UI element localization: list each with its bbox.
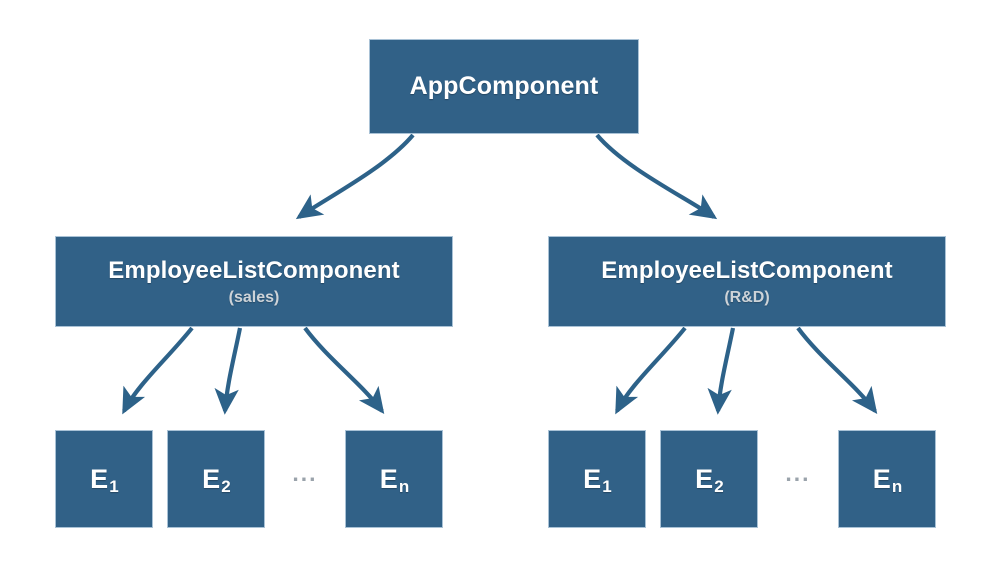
arrow-app-to-rd	[595, 133, 718, 220]
arrow-app-to-sales	[295, 133, 415, 220]
leaf-letter: E	[379, 463, 398, 494]
node-employee-list-component-rd[interactable]: EmployeeListComponent (R&D)	[548, 236, 946, 327]
node-employee-list-sales-sublabel: (sales)	[228, 289, 280, 307]
arrow-sales-to-e1	[122, 326, 194, 415]
leaf-letter: E	[695, 463, 714, 494]
node-app-component-label: AppComponent	[409, 72, 599, 101]
node-employee-list-sales-label: EmployeeListComponent	[108, 257, 400, 285]
leaf-subscript: 1	[602, 476, 612, 496]
ellipsis-sales: ...	[292, 460, 318, 486]
ellipsis-rd: ...	[785, 460, 811, 486]
node-employee-list-rd-sublabel: (R&D)	[724, 289, 770, 307]
node-app-component[interactable]: AppComponent	[369, 39, 639, 134]
node-employee-list-component-sales[interactable]: EmployeeListComponent (sales)	[55, 236, 453, 327]
leaf-letter: E	[583, 463, 602, 494]
leaf-subscript: n	[398, 476, 410, 496]
leaf-letter: E	[90, 463, 109, 494]
node-employee-list-rd-label: EmployeeListComponent	[601, 257, 893, 285]
leaf-letter: E	[202, 463, 221, 494]
arrow-rd-to-en	[796, 326, 878, 415]
arrow-sales-to-en	[303, 326, 385, 415]
leaf-subscript: 2	[221, 476, 231, 496]
arrow-sales-to-e2	[214, 327, 243, 415]
leaf-subscript: n	[891, 476, 903, 496]
arrow-rd-to-e1	[615, 326, 687, 415]
leaf-subscript: 1	[109, 476, 119, 496]
arrow-rd-to-e2	[707, 327, 736, 415]
leaf-subscript: 2	[714, 476, 724, 496]
leaf-letter: E	[872, 463, 891, 494]
